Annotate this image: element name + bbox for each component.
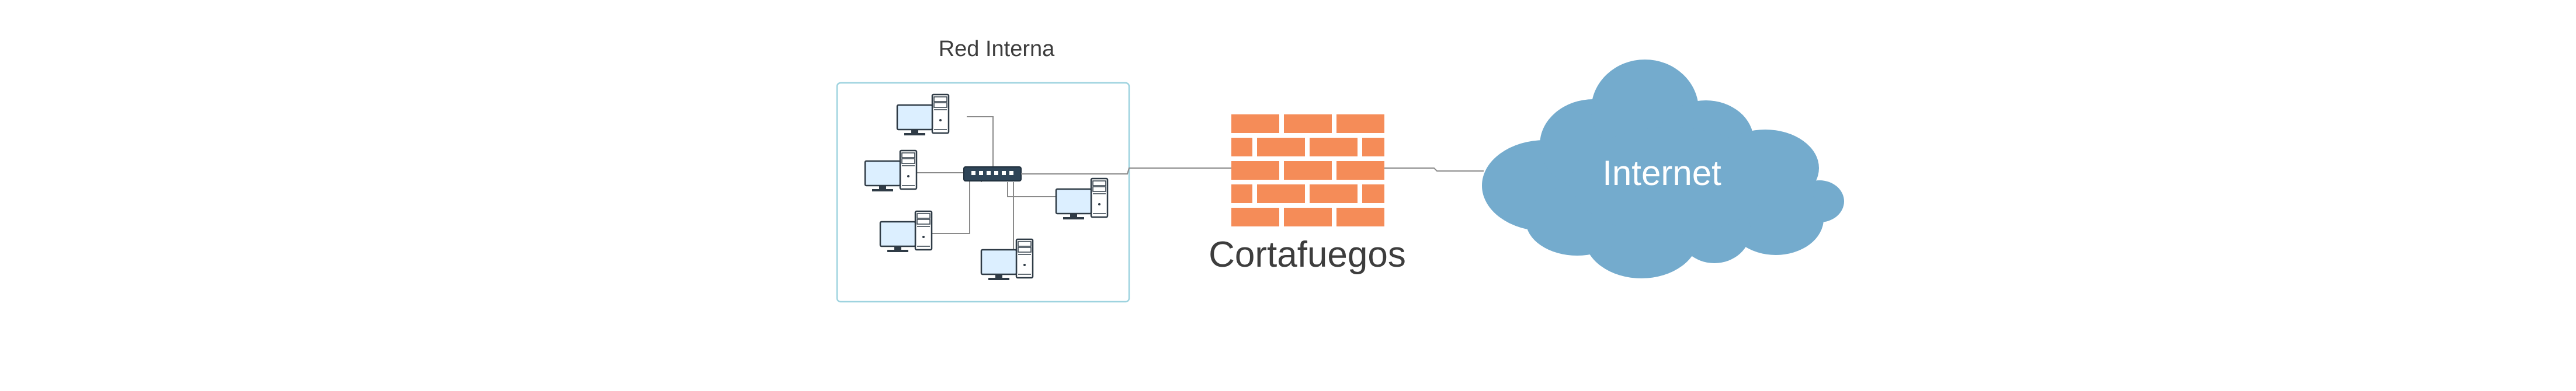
firewall-label: Cortafuegos bbox=[1209, 235, 1406, 275]
cloud-label: Internet bbox=[1602, 153, 1721, 193]
brick-wall-icon bbox=[1231, 114, 1384, 226]
network-title: Red Interna bbox=[939, 37, 1055, 61]
cable-to-internet bbox=[1384, 167, 1484, 172]
network-switch-icon bbox=[963, 166, 1022, 181]
cable-to-firewall bbox=[1021, 167, 1233, 174]
cloud-icon bbox=[1482, 60, 1844, 278]
